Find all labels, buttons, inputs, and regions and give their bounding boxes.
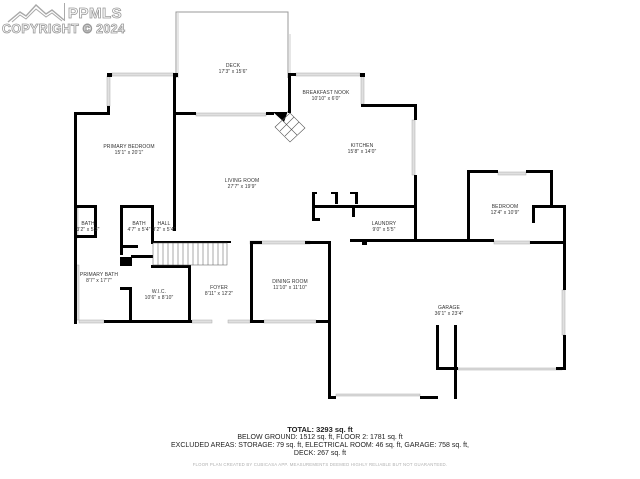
ppmls-watermark: PPMLS COPYRIGHT © 2024 xyxy=(0,0,140,40)
excluded-areas-deck: DECK: 267 sq. ft xyxy=(293,450,347,457)
deck-outline xyxy=(175,11,291,78)
floor-plan-credit: FLOOR PLAN CREATED BY CUBICASA APP. MEAS… xyxy=(192,462,448,467)
staircase xyxy=(152,242,228,266)
walls xyxy=(74,73,566,399)
watermark-divider xyxy=(64,3,65,21)
watermark-brand: PPMLS xyxy=(68,5,123,23)
total-area: TOTAL: 3293 sq. ft xyxy=(287,425,353,434)
excluded-areas: EXCLUDED AREAS: STORAGE: 79 sq. ft, ELEC… xyxy=(171,442,469,449)
fireplace-hatch xyxy=(274,112,306,143)
room-label-wic: W.I.C.10'6" x 8'10" xyxy=(144,289,174,301)
mountain-outline-icon xyxy=(7,4,65,23)
watermark-copyright: COPYRIGHT © 2024 xyxy=(2,22,126,37)
floor-breakdown: BELOW GROUND: 1512 sq. ft, FLOOR 2: 1781… xyxy=(237,434,403,441)
windows xyxy=(74,72,566,397)
